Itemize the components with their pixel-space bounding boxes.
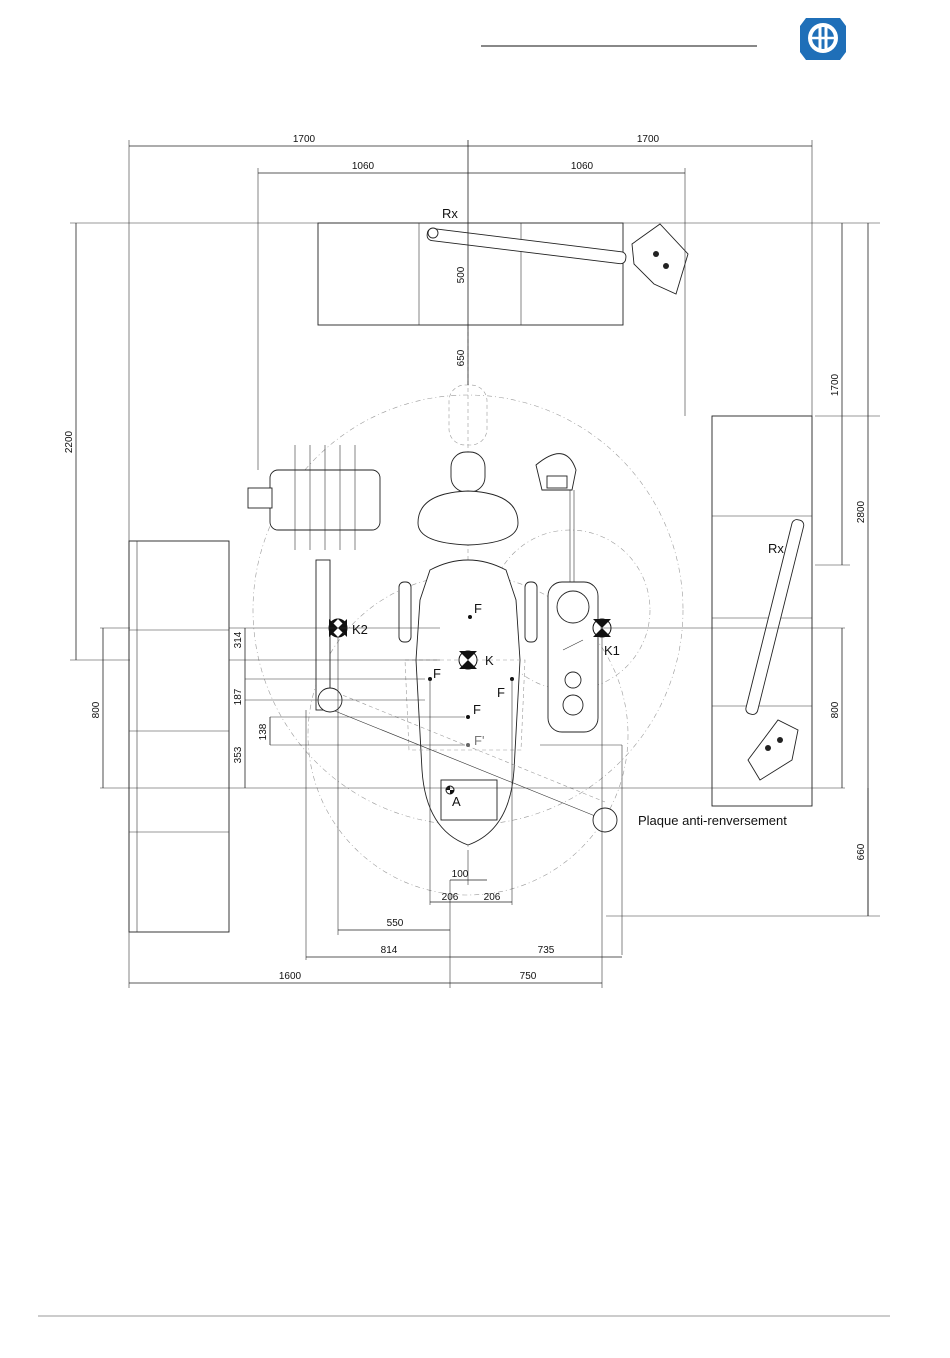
- castellini-logo-icon: [800, 18, 846, 60]
- label-rx-right: Rx: [768, 541, 784, 556]
- dim-text-right-1700: 1700: [830, 373, 841, 396]
- dim-text-750: 750: [520, 971, 537, 982]
- operating-lamp: [536, 454, 576, 582]
- label-k: K: [485, 653, 494, 668]
- f-prime-point: [466, 743, 470, 747]
- dim-text-314: 314: [233, 631, 244, 648]
- dim-text-735: 735: [538, 945, 555, 956]
- dim-text-top-right-1060: 1060: [571, 161, 594, 172]
- label-plaque: Plaque anti-renversement: [638, 813, 787, 828]
- f-point-mid: [466, 715, 470, 719]
- dim-text-187: 187: [233, 688, 244, 705]
- dim-text-right-800: 800: [830, 701, 841, 718]
- dim-text-353: 353: [233, 746, 244, 763]
- k-marker: [459, 651, 477, 669]
- headrest-ghost: [449, 385, 487, 445]
- dim-text-500: 500: [456, 266, 467, 283]
- dim-text-2200: 2200: [64, 430, 75, 453]
- a-marker: [446, 786, 454, 794]
- dim-text-550: 550: [387, 918, 404, 929]
- dim-text-top-left-1700: 1700: [293, 134, 316, 145]
- dim-text-660: 660: [856, 843, 867, 860]
- dim-text-left-800: 800: [91, 701, 102, 718]
- left-cabinet: [129, 541, 229, 932]
- cuspidor-unit: [548, 582, 598, 732]
- label-f-top: F: [474, 601, 482, 616]
- label-f-left: F: [433, 666, 441, 681]
- dim-top-1700: [129, 140, 812, 223]
- label-f-prime: F': [474, 733, 484, 748]
- dim-text-650: 650: [456, 349, 467, 366]
- label-f-mid: F: [473, 702, 481, 717]
- dim-text-top-right-1700: 1700: [637, 134, 660, 145]
- instrument-tray: [248, 445, 380, 710]
- dim-text-138: 138: [258, 723, 269, 740]
- label-k2: K2: [352, 622, 368, 637]
- dim-text-206-right: 206: [484, 892, 501, 903]
- dim-text-2800: 2800: [856, 500, 867, 523]
- label-rx-top: Rx: [442, 206, 458, 221]
- label-a: A: [452, 794, 461, 809]
- label-k1: K1: [604, 643, 620, 658]
- f-point-top: [468, 615, 472, 619]
- dim-text-206-left: 206: [442, 892, 459, 903]
- dim-text-top-left-1060: 1060: [352, 161, 375, 172]
- dim-text-100: 100: [452, 869, 469, 880]
- label-f-right: F: [497, 685, 505, 700]
- dental-chair: [399, 452, 537, 845]
- dim-text-1600: 1600: [279, 971, 302, 982]
- dim-text-814: 814: [381, 945, 398, 956]
